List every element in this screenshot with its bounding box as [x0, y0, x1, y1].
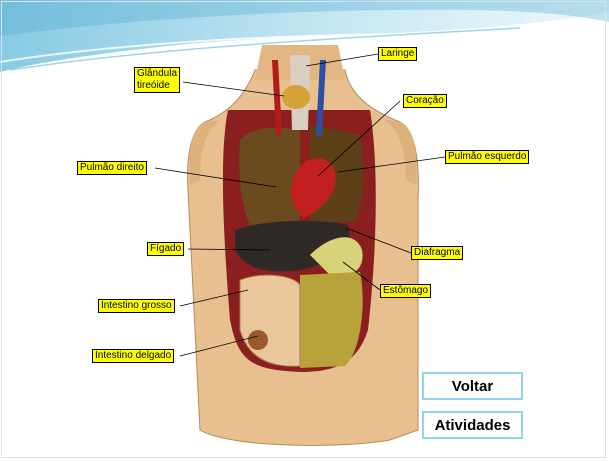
label-glandula-line1: Glândula — [137, 68, 177, 79]
thyroid — [282, 85, 310, 109]
label-figado: Fígado — [147, 242, 184, 256]
intestine-large — [300, 272, 363, 368]
atividades-button[interactable]: Atividades — [422, 411, 523, 439]
label-pulmao-esquerdo: Pulmão esquerdo — [445, 150, 529, 164]
intestine-coil — [248, 330, 268, 350]
label-pulmao-direito: Pulmão direito — [77, 161, 147, 175]
label-laringe: Laringe — [378, 47, 417, 61]
label-estomago: Estômago — [380, 284, 431, 298]
lung-right — [239, 128, 300, 225]
label-diafragma: Diafragma — [411, 246, 463, 260]
label-intestino-grosso: Intestino grosso — [98, 299, 175, 313]
label-glandula-line2: tireóide — [137, 80, 170, 91]
label-intestino-delgado: Intestino delgado — [92, 349, 174, 363]
voltar-button[interactable]: Voltar — [422, 372, 523, 400]
label-glandula-tireoide: Glândula tireóide — [134, 67, 180, 93]
label-coracao: Coração — [403, 94, 447, 108]
